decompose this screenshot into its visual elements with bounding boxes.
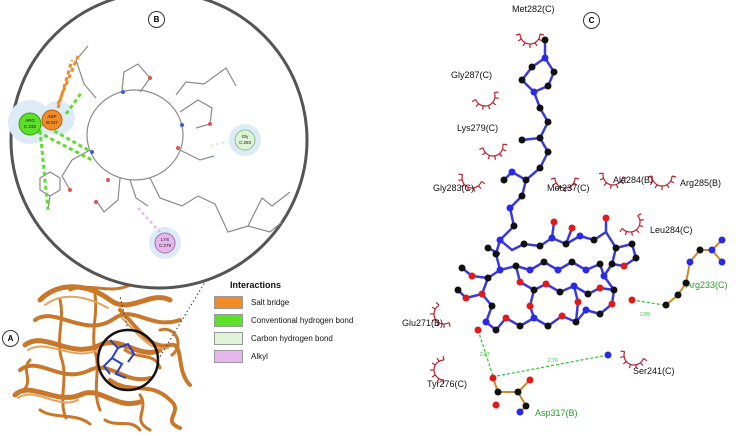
lys-residue-disc xyxy=(154,232,176,254)
hydrophobic-arc-lys279 xyxy=(478,142,510,163)
carbon-hbond-line xyxy=(209,138,235,148)
legend-label-salt-bridge: Salt bridge xyxy=(251,298,290,307)
residue-label-gly287: Gly287(C) xyxy=(451,70,492,80)
residue-label-met282: Met282(C) xyxy=(512,4,555,14)
hydrophobic-arc-leu284 xyxy=(618,212,651,243)
legend-item-alkyl: Alkyl xyxy=(214,350,268,363)
hydrogen-bonds xyxy=(477,299,665,377)
panel-label-b: B xyxy=(148,11,165,28)
residue-label-gly283: Gly283(C) xyxy=(433,183,474,193)
residue-label-arg233: Arg233(C) xyxy=(686,280,728,290)
panel-label-b-text: B xyxy=(153,15,160,24)
residue-label-asp317: Asp317(B) xyxy=(535,408,578,418)
legend-swatch-salt-bridge xyxy=(214,296,243,309)
hydrophobic-arc-met282 xyxy=(515,33,545,49)
residue-label-tyr276: Tyr276(C) xyxy=(427,379,467,389)
arg-residue-disc xyxy=(18,112,42,136)
residue-atoms xyxy=(489,236,726,416)
residue-label-glu271: Glu271(B) xyxy=(402,318,443,328)
legend-swatch-conventional-hbond xyxy=(214,314,243,327)
legend-label-carbon-hbond: Carbon hydrogen bond xyxy=(251,334,333,343)
ligand-nitrogen-atoms xyxy=(482,54,612,359)
asp-residue-disc xyxy=(41,109,63,131)
hbond-distance-1: 2.89 xyxy=(640,312,650,318)
residue-label-lys279: Lys279(C) xyxy=(457,123,498,133)
protein-cartoon-highlights xyxy=(17,295,169,404)
panel-label-c-text: C xyxy=(588,16,595,25)
panel-label-a-text: A xyxy=(7,334,14,343)
legend-label-alkyl: Alkyl xyxy=(251,352,268,361)
residue-label-met237: Met237(C) xyxy=(547,183,590,193)
lys-residue-chain: C:279 xyxy=(159,243,172,248)
residue-label-ala284: Ala284(B) xyxy=(613,175,653,185)
gly-residue-disc xyxy=(234,129,256,151)
gly-residue-name: Gly xyxy=(242,134,250,139)
arg-residue-name: ARG xyxy=(25,118,35,123)
residue-label-arg285: Arg285(B) xyxy=(680,178,721,188)
hbond-distance-3: 2.76 xyxy=(548,358,558,364)
ring-heteroatoms xyxy=(68,76,212,204)
legend-swatch-carbon-hbond xyxy=(214,332,243,345)
legend-label-conventional-hbond: Conventional hydrogen bond xyxy=(251,316,354,325)
arg-residue-chain: C:233 xyxy=(24,124,37,129)
gly-residue-chain: C:283 xyxy=(239,140,252,145)
legend-item-conventional-hbond: Conventional hydrogen bond xyxy=(214,314,353,327)
zoom-circle xyxy=(9,0,309,290)
hbond-distance-2: 2.87 xyxy=(480,352,490,358)
zoom-guide-left xyxy=(119,295,129,331)
residue-label-ser241: Ser241(C) xyxy=(633,366,675,376)
macrocycle-ring xyxy=(61,45,291,233)
ligand-carbon-atoms xyxy=(454,36,640,334)
legend-item-salt-bridge: Salt bridge xyxy=(214,296,289,309)
legend-item-carbon-hbond: Carbon hydrogen bond xyxy=(214,332,333,345)
legend-title: Interactions xyxy=(230,280,282,290)
salt-bridge-lines xyxy=(56,55,80,109)
panel-label-a: A xyxy=(2,330,19,347)
asp-residue-chain: B:317 xyxy=(46,120,58,125)
asp-residue-name: ASP xyxy=(47,114,56,119)
lys-residue-name: LYS xyxy=(161,237,169,242)
ligand-sticks xyxy=(102,339,136,379)
ligand-oxygen-atoms xyxy=(462,214,636,334)
panel-label-c: C xyxy=(583,12,600,29)
hydrophobic-arc-gly287 xyxy=(471,90,504,115)
residue-label-leu284: Leu284(C) xyxy=(650,225,693,235)
legend-swatch-alkyl xyxy=(214,350,243,363)
